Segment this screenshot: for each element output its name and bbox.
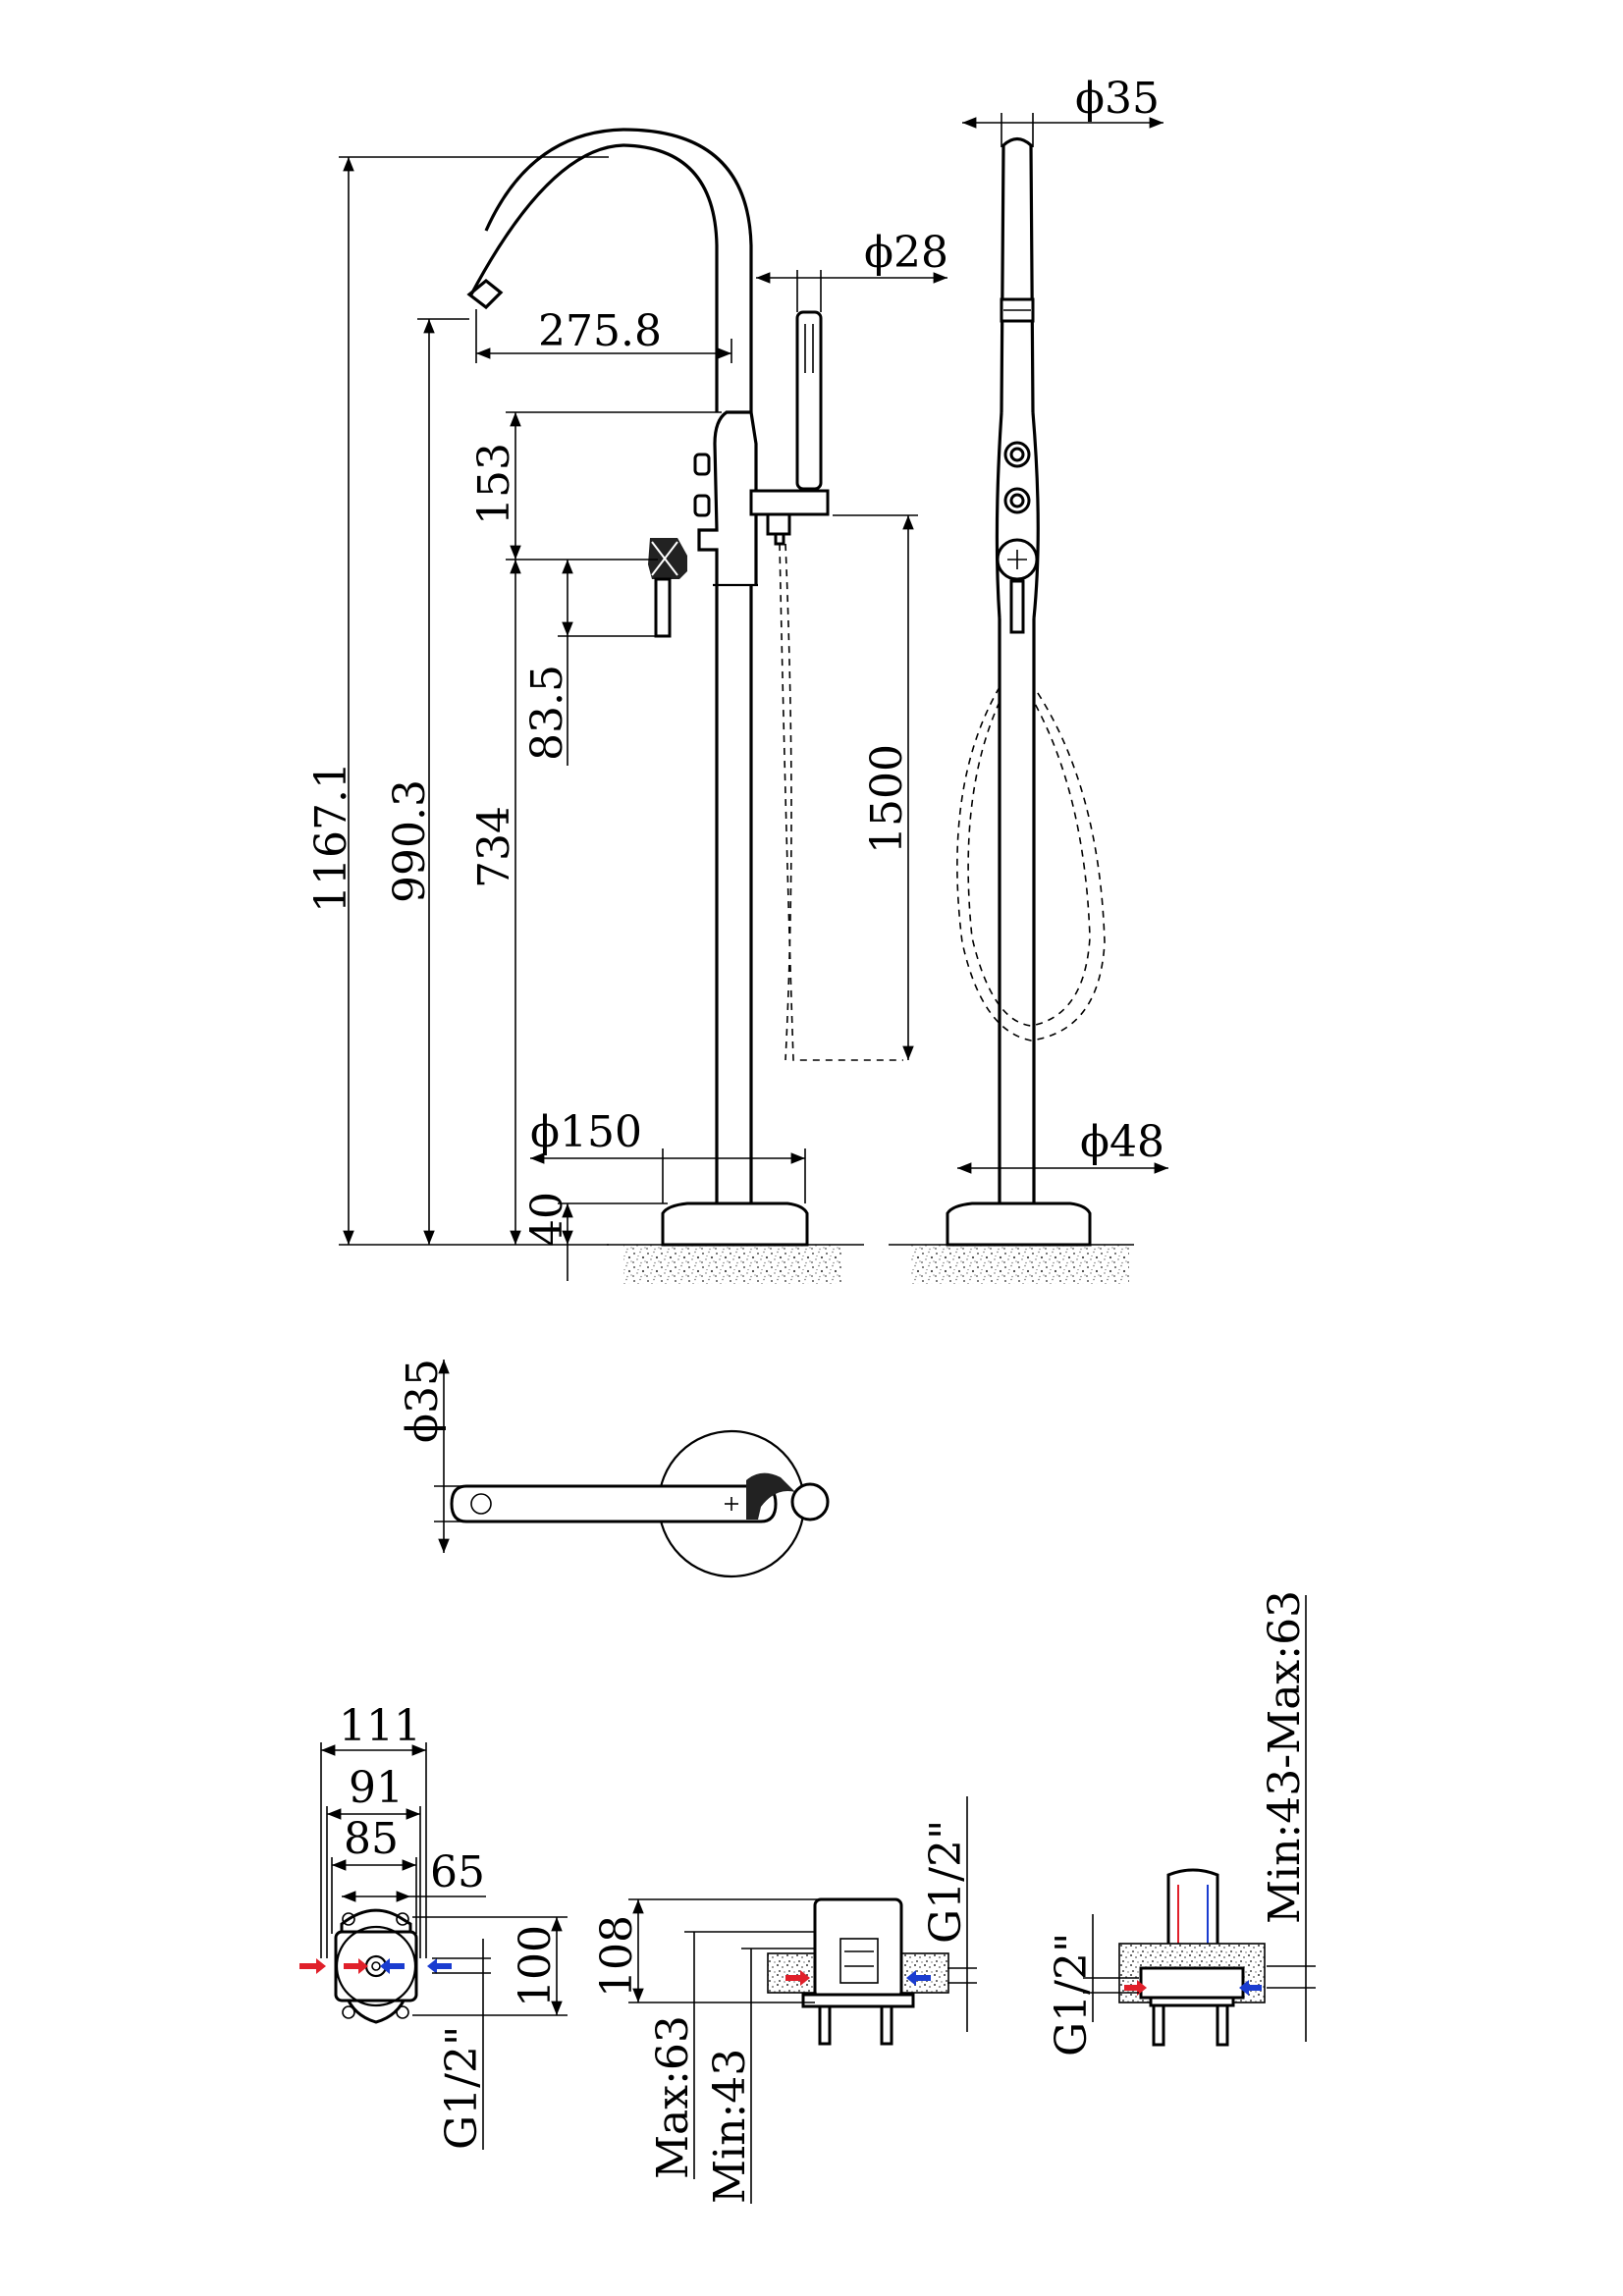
dim-depth-100: 100 [511,1925,561,2007]
dim-base-diameter: ϕ150 [530,1107,642,1157]
rough-in-plan: 111 91 85 65 100 G1/2" [299,1701,568,2150]
floor-front [623,1245,841,1284]
dim-upper-body: 153 [469,443,519,525]
rough-in-section: 108 Max:63 Min:43 G1/2" [592,1796,977,2204]
cold-inlet-arrow-icon [427,1958,452,1974]
floor-side [911,1245,1129,1284]
dim-width-85: 85 [344,1814,399,1864]
base-side [946,1201,1092,1247]
gooseneck-spout [469,143,719,412]
side-pipe [998,618,1036,1203]
hose-loop [956,686,1106,1041]
dim-side-thread: G1/2" [1047,1933,1097,2056]
rough-in-side: G1/2" Min:43-Max:63 [1047,1590,1316,2056]
dim-min: Min:43 [705,2049,755,2204]
lever-handle [648,538,687,638]
hand-shower [795,310,823,491]
dim-spout-reach: 275.8 [538,306,662,356]
main-pipe [715,585,753,1203]
dim-width-65: 65 [430,1847,485,1897]
hot-inlet-arrow-icon [344,1958,368,1974]
dim-height-108: 108 [592,1915,642,1998]
dim-hand-shower-diameter: ϕ28 [864,228,948,278]
dim-side-pipe-diameter: ϕ48 [1080,1117,1164,1167]
top-view: ϕ35 [398,1359,830,1578]
dim-handle-offset: 83.5 [522,665,572,761]
dim-side-spout-diameter: ϕ35 [1075,74,1160,124]
dim-max: Max:63 [648,2015,698,2179]
base-front [661,1201,809,1247]
hose-dashed [779,543,903,1061]
hot-inlet-arrow-icon [299,1958,326,1974]
dim-top-spout-diameter: ϕ35 [398,1359,448,1443]
dim-overall-height: 1167.1 [306,762,356,913]
dim-side-range: Min:43-Max:63 [1260,1590,1310,1924]
dim-spout-height: 990.3 [385,779,435,903]
dim-section-thread: G1/2" [921,1820,971,1944]
dim-plan-thread: G1/2" [437,2026,487,2150]
dim-width-91: 91 [349,1763,404,1813]
dim-hose-length: 1500 [862,744,912,854]
side-view: ϕ35 ϕ48 [889,74,1168,1284]
dim-width-111: 111 [339,1701,421,1751]
dim-handle-height: 734 [469,806,519,888]
cold-inlet-arrow-icon [380,1958,405,1974]
front-view: 1167.1 990.3 275.8 153 734 83.5 40 ϕ150 [306,128,948,1284]
dim-base-height: 40 [522,1192,572,1247]
